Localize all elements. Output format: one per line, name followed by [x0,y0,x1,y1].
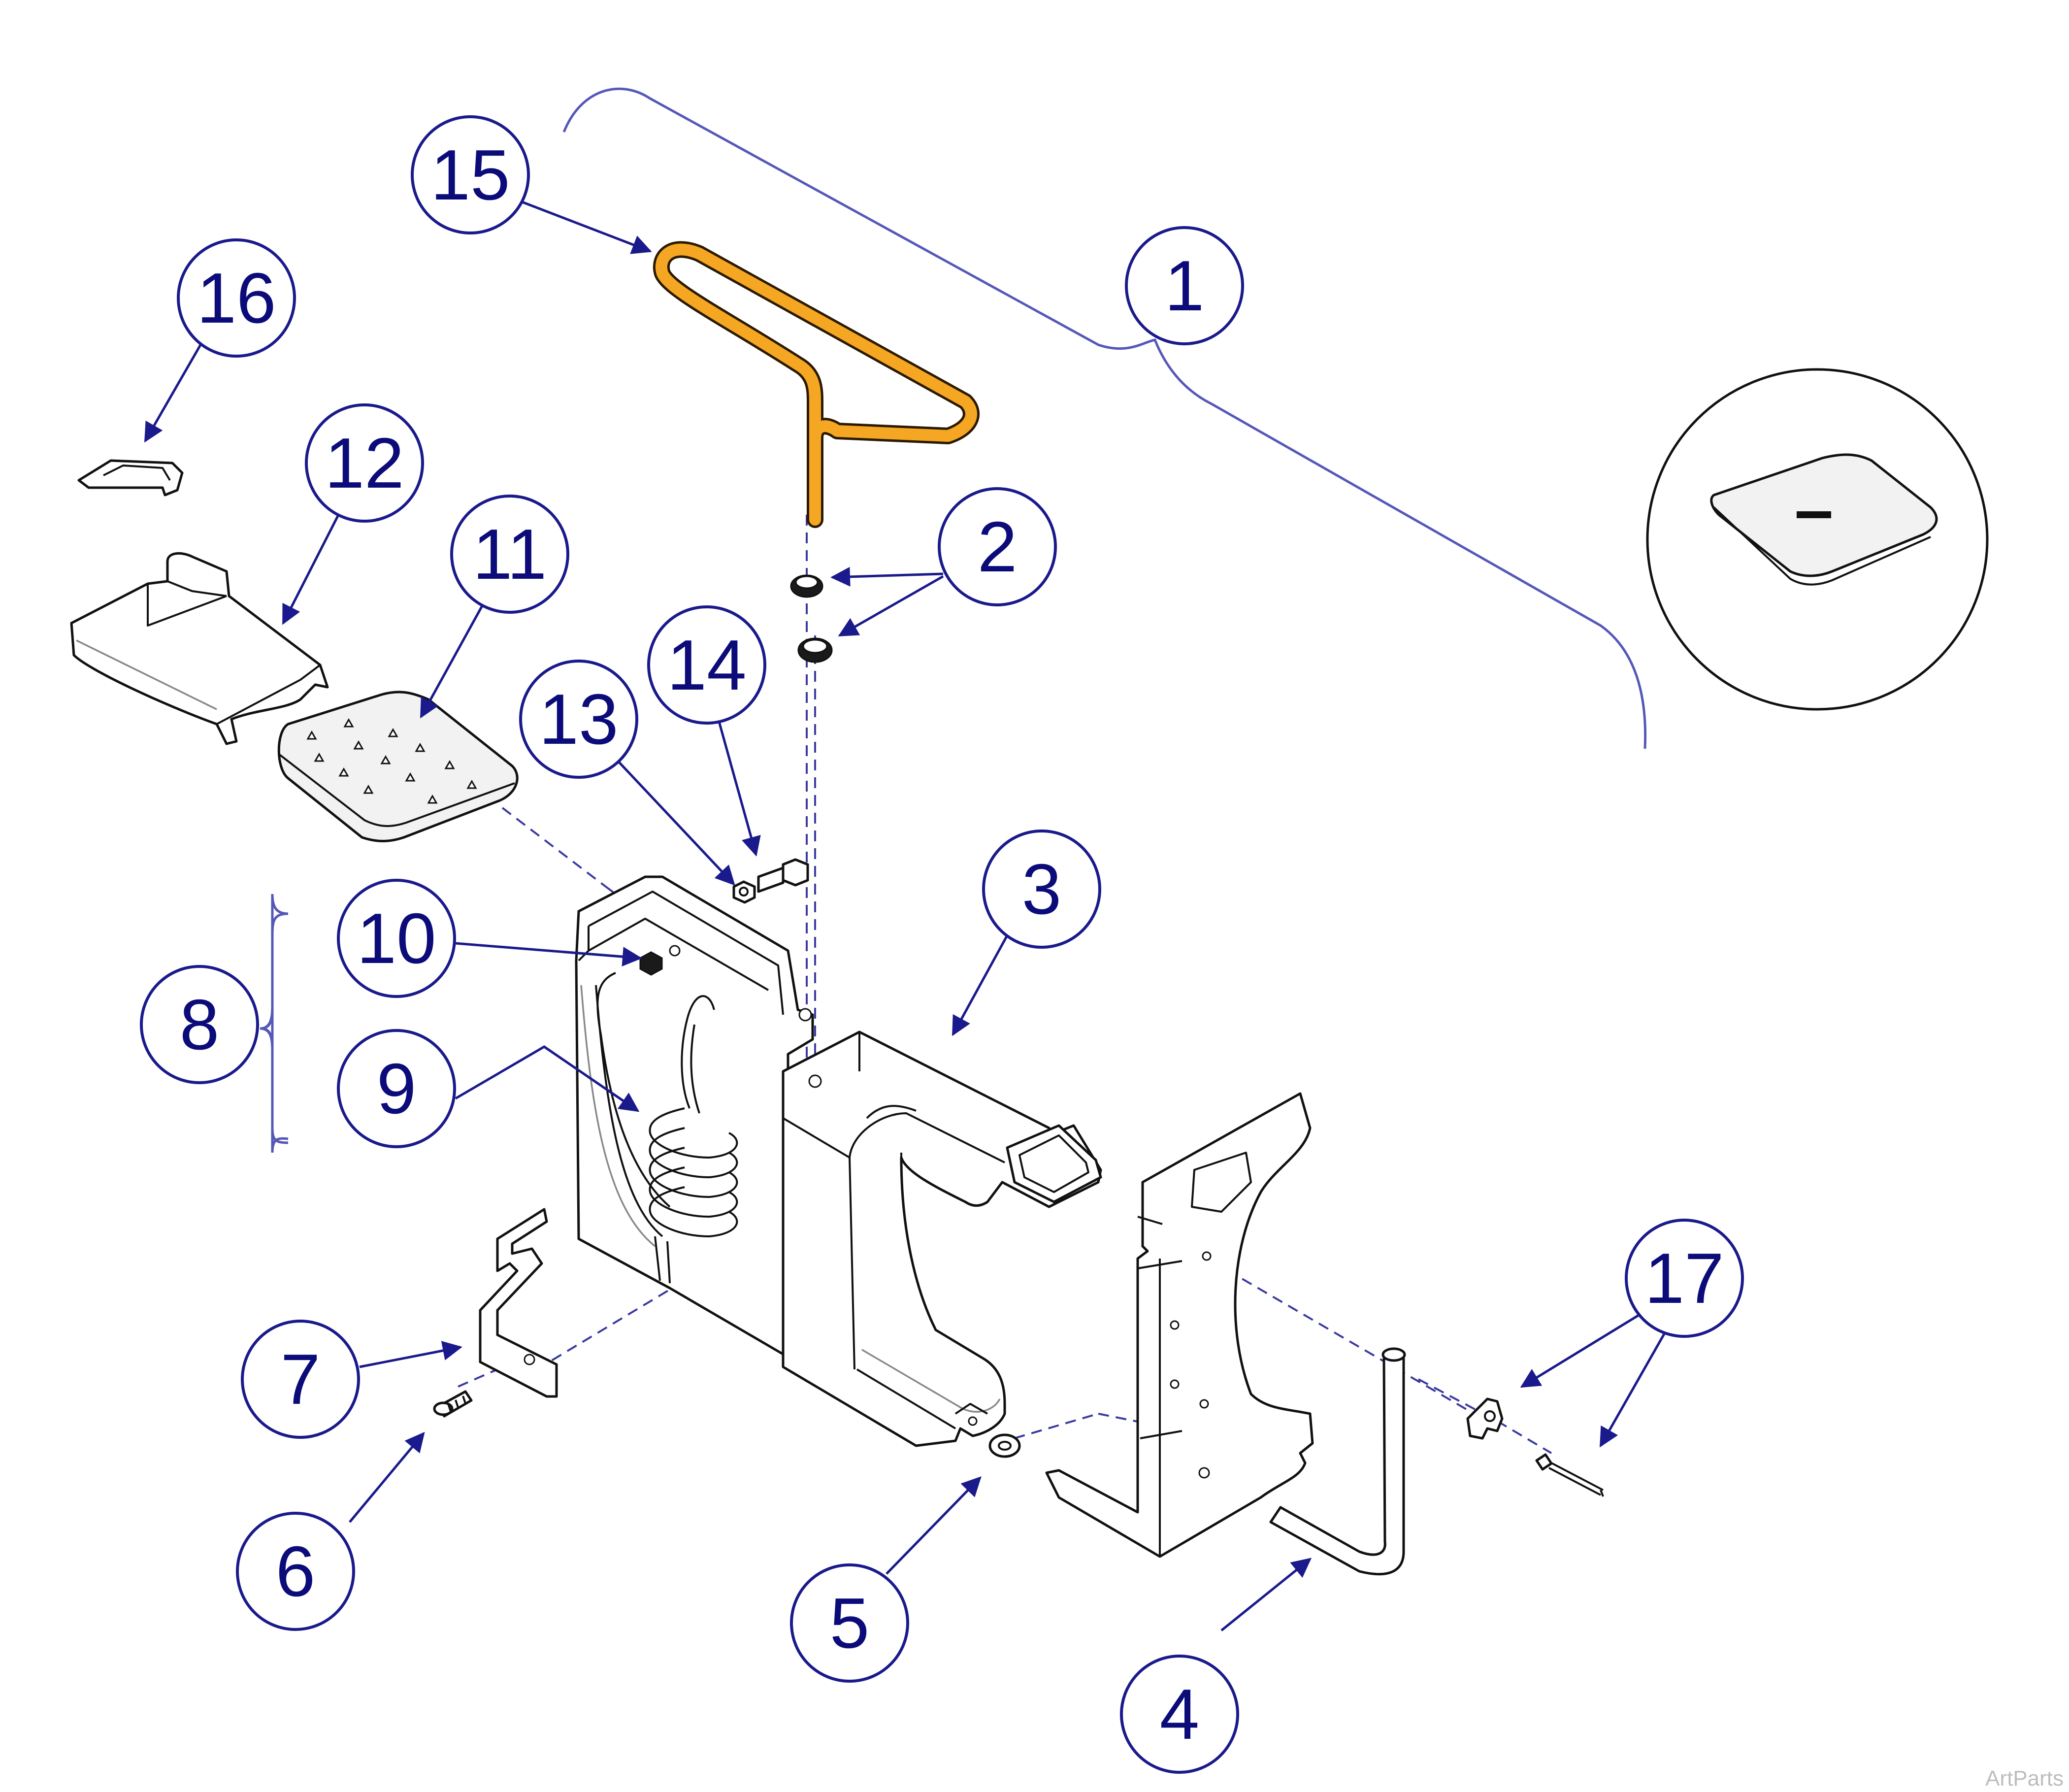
assembly-bracket-1 [562,87,1647,749]
callout-9-label: 9 [377,1049,417,1128]
callout-12-label: 12 [325,423,404,503]
screw-part [433,1390,473,1418]
grommet-lower [797,637,833,663]
callout-14-label: 14 [667,625,746,705]
callout-13-label: 13 [539,679,618,759]
callout-8: 8 [140,965,259,1084]
callout-1: 1 [1125,226,1244,345]
assembly-bracket-8-stub [260,912,289,1144]
callout-5-label: 5 [830,1583,870,1663]
callout-17-label: 17 [1644,1238,1724,1318]
minus-icon [1797,511,1831,518]
callout-8-label: 8 [180,985,220,1064]
manifold-part [782,1008,1102,1447]
callout-6-label: 6 [276,1531,316,1611]
callout-15-label: 15 [430,135,510,215]
callout-11: 11 [450,495,569,614]
callout-16-label: 16 [197,258,276,338]
callout-16: 16 [177,238,296,358]
handle-part [653,241,980,528]
callout-4: 4 [1120,1655,1239,1774]
callout-7: 7 [241,1320,360,1439]
washer-part [988,1433,1021,1458]
callout-3-label: 3 [1022,849,1062,929]
callout-9: 9 [337,1029,456,1148]
inset-detail [1646,368,1989,711]
assembly-bracket-8 [260,894,289,1153]
fitting-part [639,945,681,976]
coil-part [596,972,738,1284]
callout-17: 17 [1625,1219,1744,1338]
callout-5: 5 [790,1563,909,1683]
callout-1-label: 1 [1165,246,1205,326]
pad-spikes [306,718,477,804]
callout-12: 12 [305,403,424,523]
callout-6: 6 [236,1512,355,1631]
callout-11-label: 11 [473,514,547,594]
clip-part [77,459,184,497]
bolt-part [757,858,809,893]
callout-10-label: 10 [357,898,436,978]
cover-part [70,552,329,745]
mounting-plate-part [1045,1092,1406,1576]
callout-15: 15 [411,115,530,234]
callout-13: 13 [519,660,638,779]
callout-3: 3 [982,830,1101,949]
callout-2-label: 2 [978,507,1018,587]
housing-part [575,875,814,1359]
callout-4-label: 4 [1160,1674,1200,1754]
callout-14: 14 [647,605,766,725]
artparts-watermark: ArtParts [1985,1766,2064,1791]
callout-7-label: 7 [281,1339,321,1419]
leader-lines [144,200,1674,1631]
pad-part [277,691,519,842]
bracket-part [479,1208,558,1398]
callout-2: 2 [938,487,1057,606]
callout-10: 10 [337,879,456,998]
clip-rivet-part [1466,1397,1604,1497]
nut-part [732,880,756,904]
grommet-upper [790,574,823,598]
